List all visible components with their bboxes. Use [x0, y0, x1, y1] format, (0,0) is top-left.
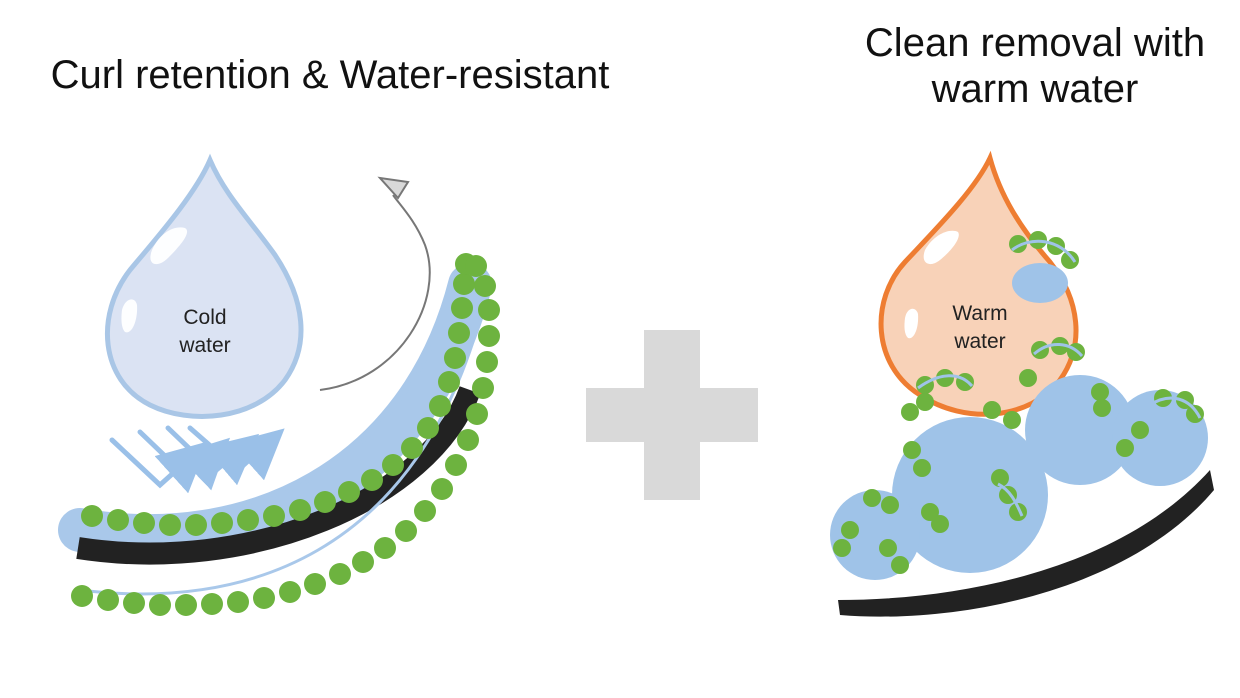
right-panel-title-line2: warm water — [931, 67, 1139, 111]
polymer-bead-row-upper — [81, 253, 477, 536]
right-panel-title-line1: Clean removal with — [864, 21, 1206, 65]
hair-fiber-right — [838, 470, 1214, 617]
polymer-chains — [917, 239, 1202, 517]
right-panel-title: Clean removal with warm water — [830, 20, 1240, 112]
cold-water-label-line2: water — [178, 334, 230, 357]
bubble-icon — [892, 417, 1048, 573]
warm-water-label-line1: Warm — [952, 302, 1007, 325]
cold-water-drop-icon: Cold water — [104, 153, 304, 419]
warm-water-drop-icon: Warm water — [878, 150, 1079, 417]
left-panel-title: Curl retention & Water-resistant — [50, 53, 610, 97]
reflection-arrows-icon — [109, 425, 285, 494]
cold-water-label-line1: Cold — [183, 306, 226, 329]
coated-hair-fiber — [58, 253, 500, 616]
curved-arrow-icon — [319, 176, 431, 391]
polymer-bead-row-lower — [71, 255, 500, 616]
plus-icon — [586, 330, 758, 500]
warm-water-label-line2: water — [953, 330, 1005, 353]
bubble-icon — [1112, 390, 1208, 486]
